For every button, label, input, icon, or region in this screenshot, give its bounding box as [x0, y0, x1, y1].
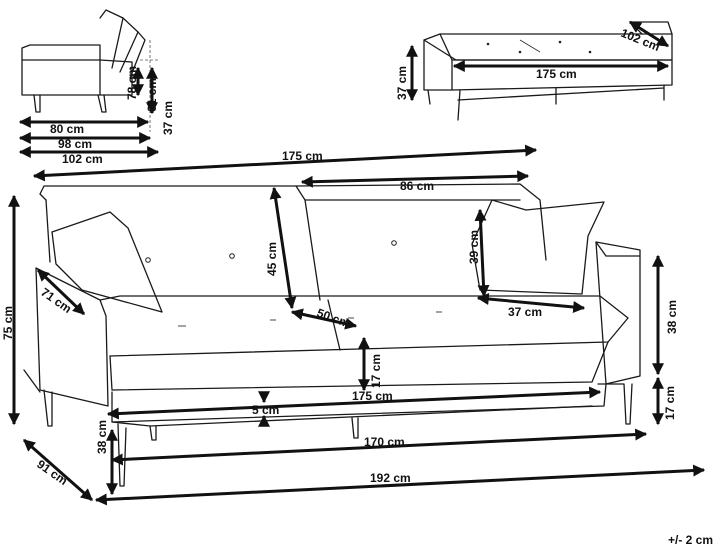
bed-dim-37: 37 cm — [395, 66, 409, 100]
dim-seat-depth: 50 cm — [315, 306, 352, 331]
side-dim-80: 80 cm — [50, 122, 84, 136]
main-dimension-labels: 175 cm 86 cm 45 cm 39 cm 71 cm 75 cm 37 … — [1, 149, 679, 488]
dim-pillow-height: 39 cm — [467, 230, 481, 264]
dim-overall-length: 192 cm — [370, 471, 411, 485]
dim-total-width: 175 cm — [282, 149, 323, 163]
bed-view-drawing — [423, 21, 673, 121]
main-sofa-drawing — [23, 183, 641, 487]
dim-seat-width: 175 cm — [352, 389, 393, 403]
dim-leg-height: 17 cm — [663, 386, 677, 420]
dim-seat-thickness: 17 cm — [369, 354, 383, 388]
dim-pillow-width: 37 cm — [508, 305, 542, 319]
tolerance-note: +/- 2 cm — [668, 533, 713, 547]
dim-inner-width: 170 cm — [364, 435, 405, 449]
dim-arm-depth: 71 cm — [38, 285, 74, 316]
bed-dim-175: 175 cm — [536, 67, 577, 81]
dim-back-height: 45 cm — [265, 242, 279, 276]
dim-back-width: 86 cm — [400, 179, 434, 193]
main-dimension-lines — [7, 144, 706, 506]
dim-seat-height: 38 cm — [95, 420, 109, 454]
side-dim-37: 37 cm — [161, 101, 175, 135]
side-view-dimensions: 78 cm 61 cm 37 cm 80 cm 98 cm 102 cm — [18, 66, 175, 166]
dim-overall-depth: 91 cm — [34, 457, 70, 488]
side-dim-61: 61 cm — [145, 78, 159, 112]
dim-base-thickness: 5 cm — [252, 403, 279, 417]
side-dim-78: 78 cm — [125, 66, 139, 100]
dim-overall-height: 75 cm — [1, 306, 15, 340]
side-dim-102: 102 cm — [62, 152, 103, 166]
side-dim-98: 98 cm — [58, 137, 92, 151]
dim-arm-height: 38 cm — [665, 300, 679, 334]
